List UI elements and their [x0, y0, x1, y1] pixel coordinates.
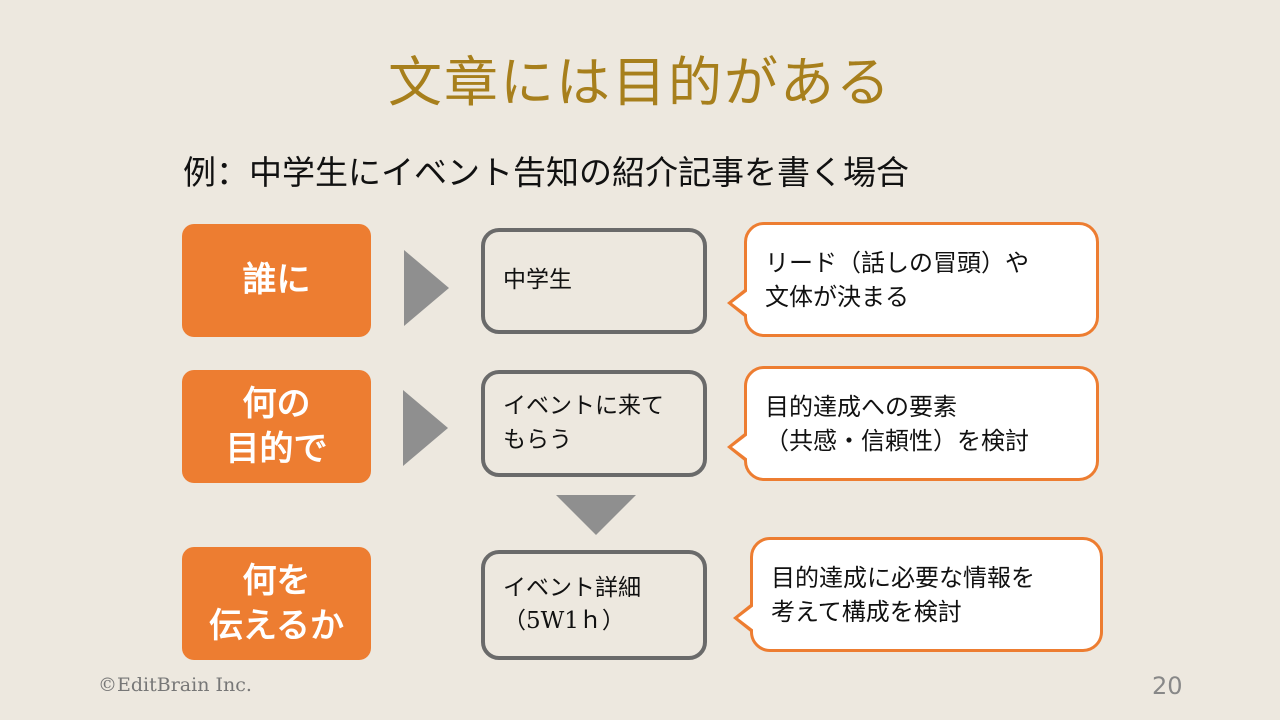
callout-text: 目的達成に必要な情報を 考えて構成を検討	[771, 564, 1035, 626]
value-what: イベント詳細 （5W1ｈ）	[481, 550, 707, 660]
callout-what: 目的達成に必要な情報を 考えて構成を検討	[733, 537, 1103, 652]
callout-tail-fill	[732, 434, 749, 460]
label-who: 誰に	[182, 224, 371, 337]
value-who: 中学生	[481, 228, 707, 334]
value-purpose: イベントに来て もらう	[481, 370, 707, 477]
slide-title: 文章には目的がある	[388, 51, 892, 114]
slide-subtitle: 例：中学生にイベント告知の紹介記事を書く場合	[183, 153, 909, 192]
page-number: 20	[1152, 672, 1183, 700]
label-purpose: 何の 目的で	[182, 370, 371, 483]
copyright-footer: ©EditBrain Inc.	[98, 674, 252, 696]
callout-purpose: 目的達成への要素 （共感・信頼性）を検討	[727, 366, 1099, 481]
callout-who: リード（話しの冒頭）や 文体が決まる	[727, 222, 1099, 337]
callout-tail-fill	[738, 605, 755, 631]
arrow-down-icon	[556, 495, 636, 535]
label-what: 何を 伝えるか	[182, 547, 371, 660]
callout-text: リード（話しの冒頭）や 文体が決まる	[765, 249, 1029, 311]
callout-text: 目的達成への要素 （共感・信頼性）を検討	[765, 393, 1029, 455]
arrow-right-icon	[404, 250, 449, 326]
callout-tail-fill	[732, 290, 749, 316]
arrow-right-icon	[403, 390, 448, 466]
